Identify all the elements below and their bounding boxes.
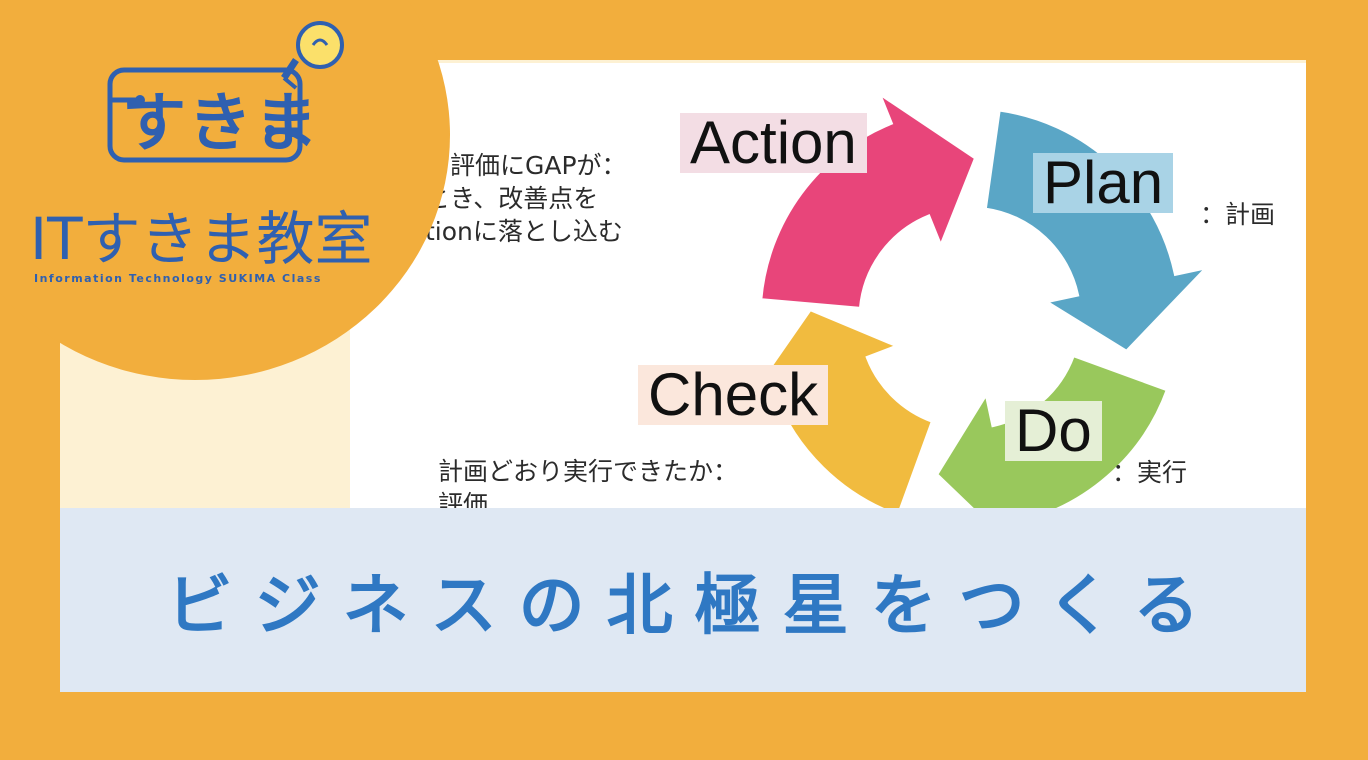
action-arrow: [759, 89, 978, 311]
check-note-line-1: 計画どおり実行できたか：: [438, 457, 739, 486]
action-note-line-1: と評価にGAPが：: [425, 151, 627, 180]
action-label: Action: [680, 113, 867, 173]
logo-wordmark: すきま: [122, 87, 320, 161]
banner-title: ビジネスの北極星をつくる: [166, 567, 1222, 644]
action-note-line-3: tionに落とし込む: [425, 217, 623, 246]
pdca-diagram-panel: と評価にGAPが： とき、改善点を tionに落とし込む Action Plan…: [350, 63, 1306, 508]
lightbulb-icon: [281, 21, 344, 90]
action-note: と評価にGAPが： とき、改善点を tionに落とし込む: [425, 149, 627, 248]
plan-suffix: ：計画: [1200, 200, 1276, 229]
logo-graphic: [107, 21, 344, 163]
plan-arrow: [983, 108, 1212, 354]
logo-frame: [107, 67, 303, 163]
check-note-line-2: 評価: [438, 490, 489, 508]
do-suffix: ：実行: [1112, 458, 1188, 487]
plan-label: Plan: [1033, 153, 1174, 213]
logo-subtitle: Information Technology SUKIMA Class: [34, 272, 322, 285]
check-label: Check: [638, 365, 829, 425]
title-banner: ビジネスの北極星をつくる: [60, 508, 1306, 692]
action-note-line-2: とき、改善点を: [425, 184, 599, 213]
logo-name: ITすきま教室: [30, 205, 373, 273]
do-label: Do: [1005, 401, 1102, 461]
check-note: 計画どおり実行できたか： 評価: [438, 455, 738, 508]
